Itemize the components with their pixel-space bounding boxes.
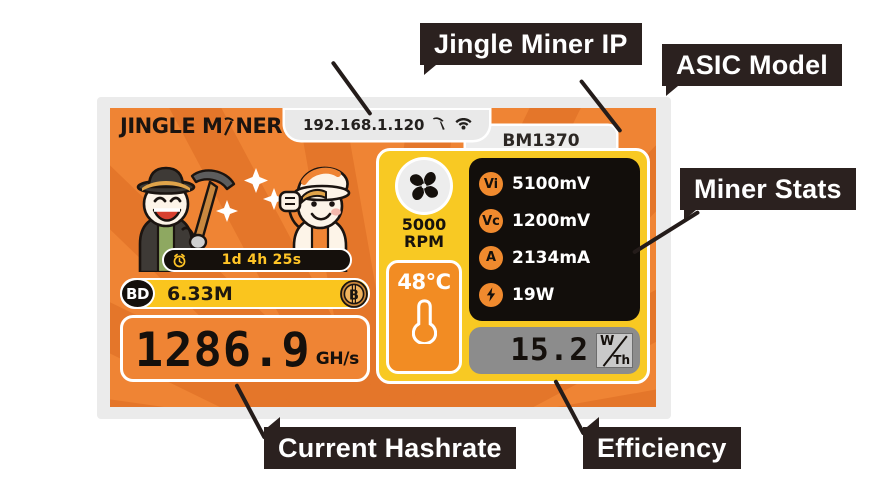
miner-device-frame: JINGLE M NER 192.168.1.120 bbox=[97, 97, 671, 419]
stat-row-power: 19W bbox=[479, 282, 630, 307]
current-icon: A bbox=[479, 245, 503, 270]
fan-icon bbox=[398, 160, 450, 212]
power-value: 19W bbox=[512, 284, 555, 305]
logo-text-before: JINGLE M bbox=[120, 114, 223, 138]
stat-row-current: A 2134mA bbox=[479, 245, 630, 270]
callout-efficiency: Efficiency bbox=[583, 417, 741, 469]
efficiency-unit: W Th bbox=[596, 333, 633, 368]
best-difficulty-value: 6.33M bbox=[167, 282, 233, 305]
current-hashrate-display: 1286.9 GH/s bbox=[120, 315, 370, 382]
input-voltage-icon: Vi bbox=[479, 172, 503, 197]
callout-tail bbox=[684, 210, 696, 220]
stats-column: Vi 5100mV Vc 1200mV A 2134mA bbox=[469, 158, 640, 374]
pickaxe-icon bbox=[221, 116, 236, 137]
miner-stats-panel: 5000 RPM 48°C bbox=[376, 148, 650, 384]
best-difficulty-badge: BD bbox=[120, 278, 155, 309]
callout-miner-stats: Miner Stats bbox=[680, 168, 856, 220]
bitcoin-coin-icon: B bbox=[340, 279, 368, 308]
thermometer-icon bbox=[411, 298, 437, 349]
efficiency-value: 15.2 bbox=[510, 332, 589, 368]
jingle-miner-logo: JINGLE M NER bbox=[120, 114, 282, 138]
fan-rpm-unit: RPM bbox=[404, 232, 444, 251]
core-voltage-icon: Vc bbox=[479, 209, 503, 234]
callout-asic-model-label: ASIC Model bbox=[676, 49, 829, 80]
temperature-value: 48 bbox=[397, 270, 426, 294]
power-bolt-icon bbox=[479, 282, 503, 307]
stat-row-vi: Vi 5100mV bbox=[479, 172, 630, 197]
uptime-value: 1d 4h 25s bbox=[221, 252, 302, 268]
svg-text:B: B bbox=[349, 288, 359, 303]
input-voltage-value: 5100mV bbox=[512, 174, 591, 195]
efficiency-display: 15.2 W Th bbox=[469, 327, 640, 374]
pickaxe-icon bbox=[431, 115, 447, 136]
callout-current-hashrate: Current Hashrate bbox=[264, 417, 516, 469]
callout-miner-stats-label: Miner Stats bbox=[694, 173, 842, 204]
miner-screen: JINGLE M NER 192.168.1.120 bbox=[110, 108, 656, 407]
fan-temp-column: 5000 RPM 48°C bbox=[386, 158, 462, 374]
callout-tail bbox=[424, 65, 436, 75]
ip-address-pill[interactable]: 192.168.1.120 bbox=[285, 110, 490, 140]
fan-rpm-value: 5000 bbox=[401, 215, 447, 234]
wifi-icon bbox=[454, 115, 473, 135]
callout-asic-model: ASIC Model bbox=[662, 44, 843, 96]
logo-text-after: NER bbox=[235, 114, 282, 138]
efficiency-unit-bottom: Th bbox=[613, 353, 630, 367]
hashrate-value: 1286.9 bbox=[134, 323, 311, 378]
callout-tail bbox=[666, 86, 678, 96]
callout-tail bbox=[587, 417, 599, 427]
efficiency-unit-top: W bbox=[600, 334, 615, 349]
best-difficulty-bar: BD 6.33M B bbox=[120, 278, 370, 309]
callout-efficiency-label: Efficiency bbox=[597, 432, 727, 463]
ip-address-text: 192.168.1.120 bbox=[303, 116, 425, 134]
stat-row-vc: Vc 1200mV bbox=[479, 209, 630, 234]
callout-jingle-miner-ip-label: Jingle Miner IP bbox=[434, 28, 628, 59]
callout-jingle-miner-ip: Jingle Miner IP bbox=[420, 23, 642, 75]
uptime-bar: 1d 4h 25s bbox=[162, 248, 352, 272]
hashrate-unit: GH/s bbox=[315, 349, 360, 369]
callout-current-hashrate-label: Current Hashrate bbox=[278, 432, 502, 463]
temperature-unit: °C bbox=[425, 270, 451, 294]
core-voltage-value: 1200mV bbox=[512, 211, 591, 232]
temperature-value-row: 48°C bbox=[397, 270, 451, 294]
temperature-readout: 48°C bbox=[386, 260, 462, 374]
asic-model-text: BM1370 bbox=[502, 131, 580, 151]
current-value: 2134mA bbox=[512, 247, 591, 268]
fan-rpm-readout: 5000 RPM bbox=[402, 216, 447, 250]
fan-readout: 5000 RPM bbox=[386, 158, 462, 260]
alarm-clock-icon bbox=[172, 253, 187, 268]
callout-tail bbox=[268, 417, 280, 427]
electrical-stats-box: Vi 5100mV Vc 1200mV A 2134mA bbox=[469, 158, 640, 321]
